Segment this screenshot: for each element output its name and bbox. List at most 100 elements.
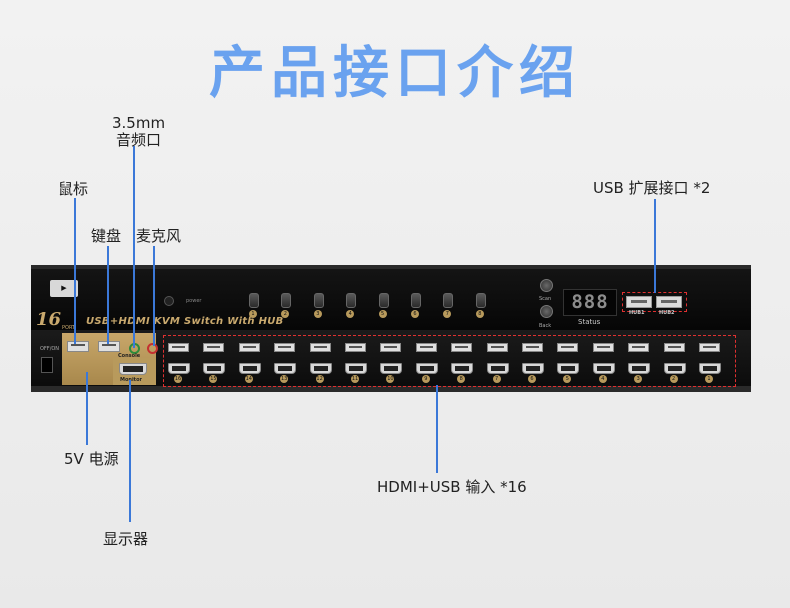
- port-select-button[interactable]: [443, 293, 454, 308]
- input-hdmi-port[interactable]: [451, 363, 474, 374]
- port-select-button[interactable]: [411, 293, 421, 308]
- port-select-number: 6: [411, 310, 419, 318]
- inputs-label: HDMI+USB 输入 *16: [377, 478, 527, 496]
- input-usb-port[interactable]: [380, 343, 402, 352]
- status-label: Status: [578, 318, 601, 326]
- device-base: [31, 386, 751, 392]
- back-label: Back: [539, 323, 552, 329]
- model-name: USB+HDMI KVM Switch With HUB: [86, 316, 284, 327]
- input-hdmi-port[interactable]: [309, 363, 332, 374]
- input-hdmi-port[interactable]: [557, 363, 580, 374]
- input-usb-port[interactable]: [451, 343, 473, 352]
- input-port-number: 6: [528, 375, 536, 383]
- usb-expand-label: USB 扩展接口 *2: [593, 179, 711, 197]
- page-title: 产品接口介绍: [209, 41, 581, 106]
- input-usb-port[interactable]: [415, 343, 437, 352]
- input-usb-port[interactable]: [699, 343, 720, 352]
- input-usb-port[interactable]: [592, 343, 614, 352]
- monitor-hdmi-port[interactable]: [119, 363, 147, 375]
- console-label: Console: [118, 353, 141, 359]
- input-hdmi-port[interactable]: [522, 363, 544, 374]
- power-callout-line: [86, 372, 88, 445]
- input-hdmi-port[interactable]: [274, 363, 297, 374]
- power-switch[interactable]: [41, 357, 53, 373]
- input-hdmi-port[interactable]: [380, 363, 403, 374]
- input-hdmi-port[interactable]: [486, 363, 509, 374]
- monitor-callout-line: [129, 380, 131, 522]
- input-port-number: 7: [492, 375, 501, 383]
- input-port-number: 9: [421, 375, 430, 383]
- power-label: 5V 电源: [64, 450, 119, 468]
- input-hdmi-port[interactable]: [345, 363, 367, 374]
- input-port-number: 13: [280, 375, 289, 383]
- input-port-number: 5: [563, 375, 572, 383]
- power-text: power: [186, 298, 202, 304]
- keyboard-usb-port[interactable]: [98, 341, 120, 352]
- input-hdmi-port[interactable]: [203, 363, 226, 374]
- input-usb-port[interactable]: [168, 343, 189, 352]
- keyboard-callout-line: [107, 246, 109, 344]
- audio-label-line2: 音频口: [116, 131, 162, 149]
- inputs-highlight-box: [163, 335, 736, 387]
- input-usb-port[interactable]: [663, 343, 685, 352]
- scan-label: Scan: [539, 296, 552, 302]
- input-hdmi-port[interactable]: [628, 363, 651, 374]
- input-hdmi-port[interactable]: [663, 363, 686, 374]
- input-port-number: 3: [634, 375, 643, 383]
- audio-callout-line: [133, 146, 135, 348]
- input-port-number: 15: [209, 375, 218, 383]
- audio-label-line1: 3.5mm: [112, 114, 166, 132]
- port-select-number: 7: [443, 310, 452, 318]
- back-button[interactable]: [540, 305, 553, 318]
- mic-jack[interactable]: [147, 343, 158, 354]
- input-hdmi-port[interactable]: [238, 363, 261, 374]
- input-usb-port[interactable]: [628, 343, 650, 352]
- mouse-usb-port[interactable]: [67, 341, 89, 352]
- monitor-label: 显示器: [103, 530, 149, 548]
- port-select-number: 2: [281, 310, 290, 318]
- input-hdmi-port[interactable]: [592, 363, 615, 374]
- hub1-usb-port[interactable]: [626, 296, 652, 308]
- port-select-button[interactable]: [313, 293, 324, 308]
- status-display: 888: [563, 289, 617, 316]
- scan-button[interactable]: [540, 279, 553, 292]
- inputs-callout-line: [436, 385, 438, 473]
- port-select-button[interactable]: [475, 293, 486, 308]
- brand-logo: ▶: [50, 280, 78, 297]
- off-on-label: OFF/ON: [40, 346, 60, 352]
- hub2-usb-port[interactable]: [656, 296, 682, 308]
- input-port-number: 16: [174, 375, 182, 383]
- mouse-callout-line: [74, 198, 76, 344]
- input-port-number: 4: [598, 375, 607, 383]
- input-hdmi-port[interactable]: [415, 363, 438, 374]
- mouse-label: 鼠标: [58, 180, 89, 198]
- input-port-number: 1: [705, 375, 713, 383]
- usb-callout-line: [654, 199, 656, 293]
- input-port-number: 14: [244, 375, 253, 383]
- input-hdmi-port[interactable]: [168, 363, 190, 374]
- input-usb-port[interactable]: [345, 343, 366, 352]
- port-select-button[interactable]: [378, 293, 389, 308]
- mic-label: 麦克风: [136, 227, 182, 245]
- keyboard-label: 键盘: [91, 227, 122, 245]
- port-select-button[interactable]: [249, 293, 259, 308]
- mic-callout-line: [153, 246, 155, 346]
- input-port-number: 10: [386, 375, 395, 383]
- input-usb-port[interactable]: [309, 343, 331, 352]
- input-usb-port[interactable]: [238, 343, 260, 352]
- input-usb-port[interactable]: [486, 343, 508, 352]
- port-select-button[interactable]: [346, 293, 357, 308]
- port-word: PORT: [62, 325, 76, 331]
- power-led-icon: [164, 296, 174, 306]
- input-usb-port[interactable]: [274, 343, 296, 352]
- input-usb-port[interactable]: [522, 343, 543, 352]
- port-select-button[interactable]: [281, 293, 292, 308]
- input-usb-port[interactable]: [203, 343, 225, 352]
- port-select-number: 8: [475, 310, 484, 318]
- input-port-number: 11: [351, 375, 359, 383]
- input-port-number: 12: [315, 375, 324, 383]
- input-usb-port[interactable]: [557, 343, 579, 352]
- port-select-number: 4: [346, 310, 355, 318]
- port-count: 16: [36, 309, 62, 330]
- input-hdmi-port[interactable]: [699, 363, 721, 374]
